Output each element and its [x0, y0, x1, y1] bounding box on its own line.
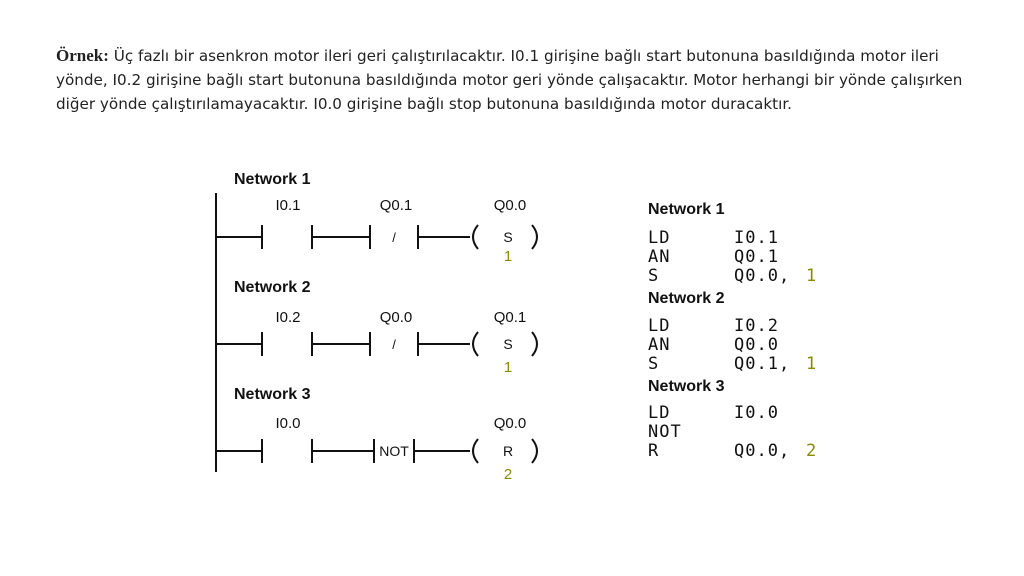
stl-operation: LD	[648, 228, 671, 248]
stl-count: 1	[806, 266, 818, 286]
description-text: Üç fazlı bir asenkron motor ileri geri ç…	[56, 47, 963, 113]
network-title: Network 3	[234, 386, 311, 403]
coil-left-arc	[472, 224, 479, 250]
stl-operation: S	[648, 266, 660, 286]
stl-operation: AN	[648, 335, 671, 355]
stl-operand: Q0.1	[734, 247, 779, 267]
network-title: Network 2	[234, 279, 311, 296]
negated-contact-symbol: /	[392, 337, 396, 352]
stl-operand: Q0.0,	[734, 441, 791, 461]
stl-operation: NOT	[648, 422, 682, 442]
stl-operand: Q0.0,	[734, 266, 791, 286]
coil-type: S	[503, 336, 512, 352]
stl-count: 1	[806, 354, 818, 374]
stl-operand: I0.2	[734, 316, 779, 336]
description-paragraph: Örnek: Üç fazlı bir asenkron motor ileri…	[56, 44, 986, 116]
contact-label: Q0.0	[380, 309, 413, 326]
stl-operation: LD	[648, 403, 671, 423]
network-title: Network 1	[234, 171, 311, 188]
stl-network-title: Network 1	[648, 201, 725, 218]
stl-operation: R	[648, 441, 660, 461]
coil-right-arc	[531, 224, 538, 250]
coil-type: R	[503, 443, 513, 459]
contact-label: I0.1	[275, 197, 300, 214]
description-label: Örnek:	[56, 46, 109, 65]
stl-count: 2	[806, 441, 818, 461]
coil-left-arc	[472, 331, 479, 357]
stl-operation: S	[648, 354, 660, 374]
stl-network-title: Network 3	[648, 378, 725, 395]
coil-count: 1	[504, 359, 512, 376]
negated-contact-symbol: /	[392, 230, 396, 245]
stl-network-title: Network 2	[648, 290, 725, 307]
contact-label: I0.2	[275, 309, 300, 326]
coil-left-arc	[472, 438, 479, 464]
not-symbol: NOT	[379, 443, 409, 459]
stl-operation: AN	[648, 247, 671, 267]
contact-label: Q0.1	[380, 197, 413, 214]
contact-label: I0.0	[275, 415, 300, 432]
coil-right-arc	[531, 438, 538, 464]
stl-operation: LD	[648, 316, 671, 336]
coil-label: Q0.0	[494, 415, 527, 432]
coil-right-arc	[531, 331, 538, 357]
coil-type: S	[503, 229, 512, 245]
stl-operand: Q0.1,	[734, 354, 791, 374]
coil-label: Q0.0	[494, 197, 527, 214]
stl-operand: Q0.0	[734, 335, 779, 355]
coil-count: 1	[504, 248, 512, 265]
stl-operand: I0.1	[734, 228, 779, 248]
coil-label: Q0.1	[494, 309, 527, 326]
stl-operand: I0.0	[734, 403, 779, 423]
coil-count: 2	[504, 466, 512, 483]
